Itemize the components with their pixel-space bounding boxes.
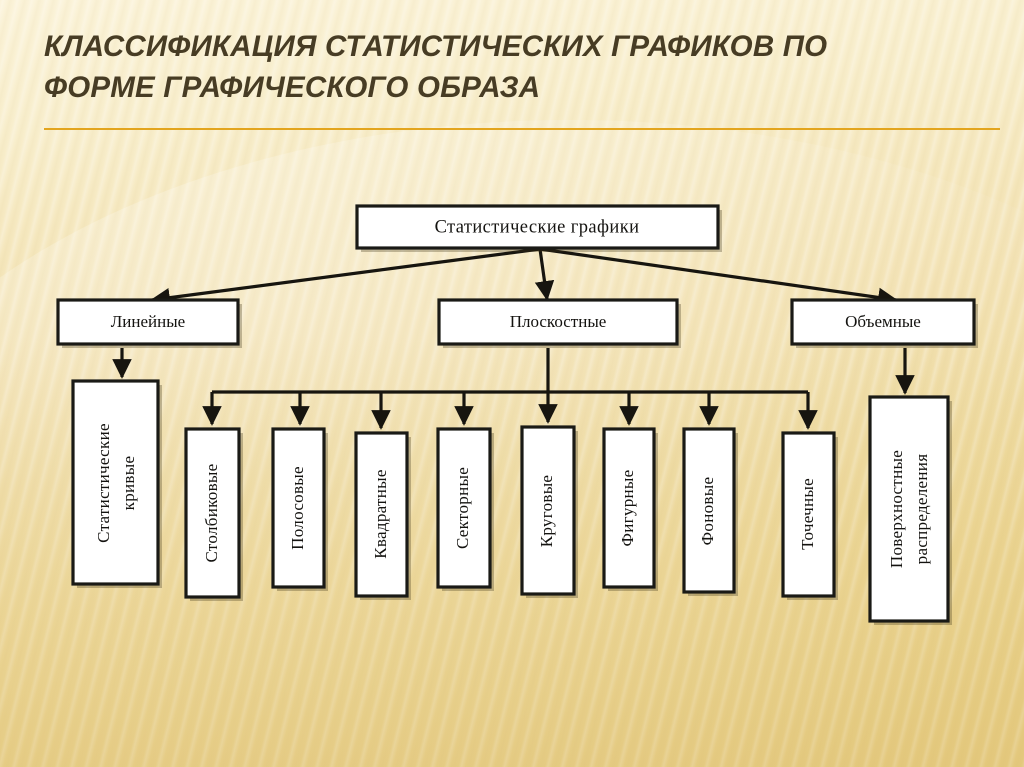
node-fonovye-label: Фоновые bbox=[698, 477, 717, 546]
node-obyemnye-label: Объемные bbox=[845, 312, 921, 331]
node-kvadratnye-label: Квадратные bbox=[371, 469, 390, 558]
node-polosovye-label: Полосовые bbox=[288, 466, 307, 550]
node-poverhnostnye-raspredeleniya[interactable]: Поверхностные распределения bbox=[868, 395, 952, 625]
node-statisticheskie-krivye-label-line1: Статистические bbox=[94, 423, 113, 543]
title-underline-rule bbox=[44, 128, 1000, 130]
node-poverhnostnye-raspredeleniya-label-line1: Поверхностные bbox=[887, 450, 906, 568]
edge-root-to-lineynye bbox=[150, 247, 541, 308]
node-kvadratnye[interactable]: Квадратные bbox=[354, 431, 411, 600]
node-krugovye[interactable]: Круговые bbox=[520, 425, 578, 598]
node-krugovye-label: Круговые bbox=[537, 475, 556, 548]
node-ploskostnye-label: Плоскостные bbox=[510, 312, 607, 331]
node-polosovye[interactable]: Полосовые bbox=[271, 427, 328, 591]
node-lineynye[interactable]: Линейные bbox=[56, 298, 242, 348]
node-obyemnye[interactable]: Объемные bbox=[790, 298, 978, 348]
node-fonovye[interactable]: Фоновые bbox=[682, 427, 738, 596]
connector-layer bbox=[112, 247, 915, 430]
node-figurnye[interactable]: Фигурные bbox=[602, 427, 658, 591]
background-bottom-wash bbox=[0, 337, 1024, 767]
node-sektornye[interactable]: Секторные bbox=[436, 427, 494, 591]
node-stolbikovye[interactable]: Столбиковые bbox=[184, 427, 243, 601]
node-ploskostnye[interactable]: Плоскостные bbox=[437, 298, 681, 348]
node-stolbikovye-label: Столбиковые bbox=[202, 463, 221, 562]
node-figurnye-label: Фигурные bbox=[618, 470, 637, 547]
edge-root-to-ploskostnye bbox=[534, 248, 555, 301]
node-root[interactable]: Статистические графики bbox=[355, 204, 722, 252]
node-statisticheskie-krivye[interactable]: Статистические кривые bbox=[71, 379, 162, 588]
node-sektornye-label: Секторные bbox=[453, 467, 472, 549]
node-lineynye-label: Линейные bbox=[111, 312, 185, 331]
node-tochechnye-label: Точечные bbox=[798, 478, 817, 550]
node-poverhnostnye-raspredeleniya-label-line2: распределения bbox=[912, 454, 931, 565]
node-tochechnye[interactable]: Точечные bbox=[781, 431, 838, 600]
edge-root-to-obyemnye bbox=[539, 247, 898, 308]
node-statisticheskie-krivye-label-line2: кривые bbox=[119, 456, 138, 511]
node-root-label: Статистические графики bbox=[435, 217, 640, 237]
page-title: Классификация статистических графиков по… bbox=[44, 30, 828, 104]
